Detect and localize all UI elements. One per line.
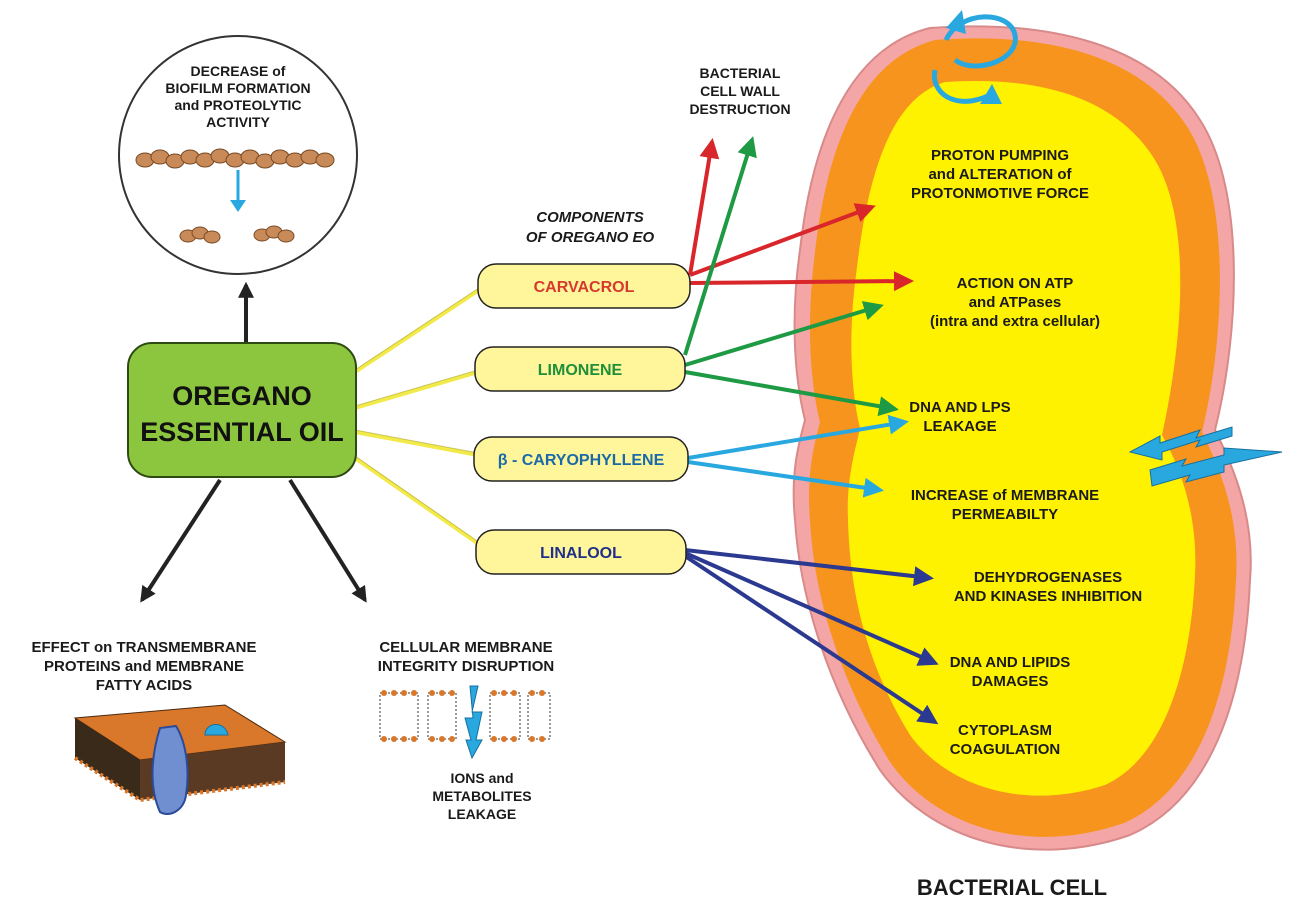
oil-arrows <box>140 281 367 603</box>
effect-dehydrogenases-line1: DEHYDROGENASES <box>974 569 1122 586</box>
component-caryophyllene: β - CARYOPHYLLENE <box>473 436 689 482</box>
cell-wall-text-line1: BACTERIAL <box>700 65 781 81</box>
component-label: LINALOOL <box>540 545 622 562</box>
connectors-outline <box>354 285 483 544</box>
component-limonene: LIMONENE <box>474 346 686 392</box>
ions-text-line3: LEAKAGE <box>448 806 516 822</box>
oregano-oil-title-line1: OREGANO <box>172 381 312 411</box>
cell-wall-text-line3: DESTRUCTION <box>689 101 790 117</box>
membrane-integrity-text-line2: INTEGRITY DISRUPTION <box>378 658 554 675</box>
bacteria-cluster-icon <box>135 148 335 169</box>
component-box <box>477 263 691 309</box>
bacteria-small-icon <box>179 225 295 244</box>
effect-atp-line1: ACTION ON ATP <box>957 275 1074 292</box>
effect-proton-line1: PROTON PUMPING <box>931 147 1069 164</box>
effect-proton-line3: PROTONMOTIVE FORCE <box>911 185 1089 202</box>
biofilm-panel: DECREASE of BIOFILM FORMATION and PROTEO… <box>118 35 358 275</box>
connectors <box>353 286 484 547</box>
rotation-arrowhead-icon <box>980 84 1002 104</box>
component-box <box>475 529 687 575</box>
caryophyllene-arrows <box>687 414 909 498</box>
peripheral-protein-icon <box>204 724 229 736</box>
effect-atp-line3: (intra and extra cellular) <box>930 313 1100 330</box>
leak-lightning-arrow-icon <box>464 685 483 760</box>
effect-dna-lps-line1: DNA AND LPS <box>909 399 1010 416</box>
component-label: CARVACROL <box>534 279 635 296</box>
biofilm-text-line4: ACTIVITY <box>206 114 270 130</box>
transmembrane-text-line2: PROTEINS and MEMBRANE <box>44 658 244 675</box>
limonene-arrows <box>683 136 899 417</box>
component-label: β - CARYOPHYLLENE <box>498 452 665 469</box>
biofilm-text-line3: and PROTEOLYTIC <box>174 97 301 113</box>
disrupted-membrane-icon <box>379 690 551 742</box>
biofilm-text-line1: DECREASE of <box>191 63 286 79</box>
lightning-arrows-icon <box>1128 426 1283 487</box>
effect-dehydrogenases-line2: AND KINASES INHIBITION <box>954 588 1142 605</box>
effect-permeability-line1: INCREASE of MEMBRANE <box>911 487 1099 504</box>
effect-dna-lipids-line2: DAMAGES <box>972 673 1049 690</box>
rotation-arrowhead-icon <box>946 10 966 34</box>
biofilm-down-arrowhead-icon <box>230 200 246 212</box>
transmembrane-protein-icon <box>151 724 189 815</box>
component-linalool: LINALOOL <box>475 529 687 575</box>
linalool-arrows <box>683 548 939 725</box>
effect-atp-line2: and ATPases <box>969 294 1062 311</box>
effect-dna-lps-line2: LEAKAGE <box>923 418 996 435</box>
component-label: LIMONENE <box>538 362 623 379</box>
biofilm-text-line2: BIOFILM FORMATION <box>165 80 310 96</box>
ions-text-line1: IONS and <box>450 770 513 786</box>
components-heading-line1: COMPONENTS <box>536 209 644 226</box>
oregano-oil-box <box>127 342 357 478</box>
transmembrane-text-line1: EFFECT on TRANSMEMBRANE <box>32 639 257 656</box>
carvacrol-arrows <box>688 138 914 292</box>
cell-wall-text-line2: CELL WALL <box>700 83 780 99</box>
oregano-oil-title-line2: ESSENTIAL OIL <box>140 417 344 447</box>
component-box <box>473 436 689 482</box>
effect-dna-lipids-line1: DNA AND LIPIDS <box>950 654 1071 671</box>
components-heading-line2: OF OREGANO EO <box>526 229 655 246</box>
bacterial-cell-title: BACTERIAL CELL <box>917 875 1107 900</box>
effect-cytoplasm-line2: COAGULATION <box>950 741 1061 758</box>
ions-text-line2: METABOLITES <box>432 788 531 804</box>
effect-proton-line2: and ALTERATION of <box>928 166 1072 183</box>
effect-cytoplasm-line1: CYTOPLASM <box>958 722 1052 739</box>
transmembrane-text-line3: FATTY ACIDS <box>96 677 192 694</box>
effect-permeability-line2: PERMEABILTY <box>952 506 1058 523</box>
rotation-arrow-icon <box>931 14 1018 104</box>
cytoplasm <box>847 80 1196 796</box>
membrane-integrity-text-line1: CELLULAR MEMBRANE <box>379 639 552 656</box>
bacterial-cell <box>792 25 1252 851</box>
component-carvacrol: CARVACROL <box>477 263 691 309</box>
component-box <box>474 346 686 392</box>
